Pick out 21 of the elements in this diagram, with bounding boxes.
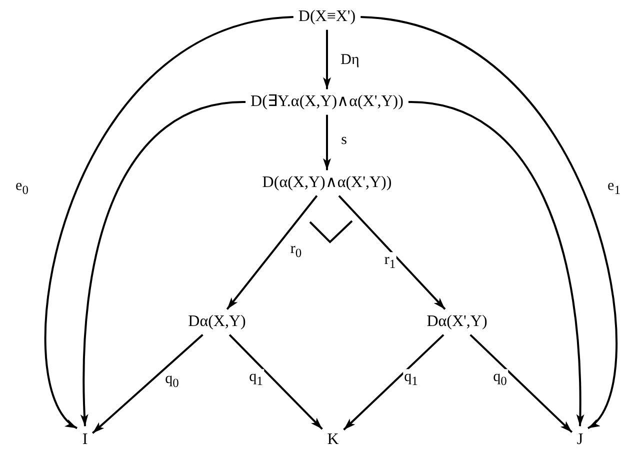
arrow <box>343 334 444 430</box>
math-expression: I <box>82 431 88 448</box>
arrow <box>323 30 331 90</box>
arrow <box>226 195 318 310</box>
arrow <box>92 334 204 434</box>
arrow <box>80 101 246 426</box>
arrow <box>338 195 446 310</box>
arrow <box>470 334 573 433</box>
math-expression: D(α(X,Y)∧α(X',Y)) <box>262 174 392 192</box>
arrow <box>360 16 618 429</box>
math-expression: D(X≡X') <box>298 8 356 26</box>
math-expression: Dα(X,Y) <box>188 313 246 330</box>
math-expression: K <box>327 431 339 448</box>
arrow <box>323 114 331 170</box>
math-expression: J <box>576 431 584 448</box>
arrow <box>408 101 584 426</box>
math-expression: Dα(X',Y) <box>426 313 488 330</box>
arrow <box>228 334 323 430</box>
edge-label: Dη <box>340 52 360 68</box>
arrow <box>44 16 294 429</box>
math-expression: D(∃Y.α(X,Y)∧α(X',Y)) <box>250 93 404 110</box>
